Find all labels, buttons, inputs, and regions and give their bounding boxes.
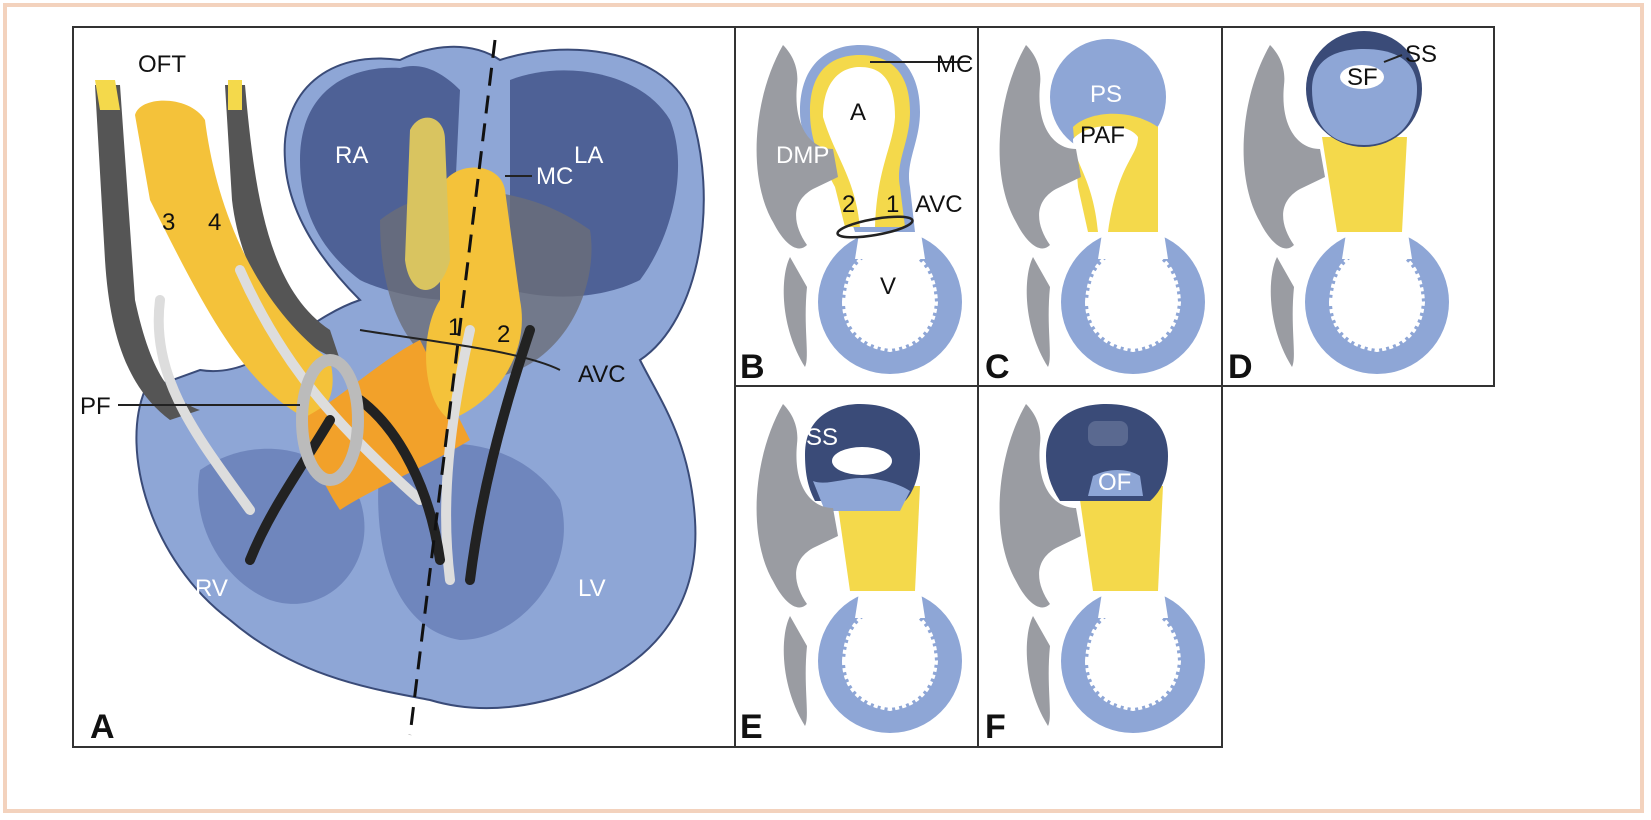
- panel-a-labels: OFT RA LA MC 3 4 1 2 PF AVC RV LV A: [80, 51, 626, 746]
- panel-letter-c: C: [985, 348, 1010, 386]
- label-ss: SS: [1405, 41, 1437, 68]
- panel-b-illustration: [756, 45, 970, 374]
- dashed-plane-line: [408, 39, 497, 736]
- label-rv: RV: [195, 575, 228, 602]
- label-of: OF: [1098, 469, 1131, 496]
- label-3: 3: [162, 209, 175, 236]
- label-1: 1: [886, 191, 899, 218]
- label-v: V: [880, 273, 896, 300]
- figure-border: [3, 3, 1644, 813]
- panel-f-labels: OF F: [985, 469, 1131, 746]
- panel-c-illustration: [999, 39, 1205, 374]
- panel-f-illustration: [999, 404, 1205, 733]
- label-la: LA: [574, 142, 603, 169]
- label-sf: SF: [1347, 64, 1378, 91]
- label-avc: AVC: [915, 191, 963, 218]
- label-2: 2: [842, 191, 855, 218]
- label-mc: MC: [936, 51, 973, 78]
- label-ss: SS: [806, 424, 838, 451]
- label-avc: AVC: [578, 361, 626, 388]
- panel-c-labels: PS PAF C: [985, 81, 1125, 386]
- panel-letter-b: B: [740, 348, 765, 386]
- panel-d-illustration: [1243, 31, 1449, 374]
- panel-letter-f: F: [985, 708, 1006, 746]
- label-ps: PS: [1090, 81, 1122, 108]
- label-paf: PAF: [1080, 122, 1125, 149]
- panel-letter-d: D: [1228, 348, 1253, 386]
- label-oft: OFT: [138, 51, 186, 78]
- label-1: 1: [448, 314, 461, 341]
- panel-letter-a: A: [90, 708, 115, 746]
- panel-a-heart-illustration: [95, 39, 705, 736]
- panel-b-labels: MC A DMP 2 1 AVC V B: [740, 51, 973, 386]
- label-pf: PF: [80, 393, 111, 420]
- label-mc: MC: [536, 163, 573, 190]
- panel-letter-e: E: [740, 708, 763, 746]
- label-2: 2: [497, 321, 510, 348]
- label-dmp: DMP: [776, 142, 829, 169]
- label-4: 4: [208, 209, 221, 236]
- label-a: A: [850, 99, 866, 126]
- panel-d-labels: SS SF D: [1228, 41, 1437, 386]
- label-ra: RA: [335, 142, 368, 169]
- panel-e-illustration: [756, 404, 962, 733]
- label-lv: LV: [578, 575, 606, 602]
- empty-cell: [1223, 387, 1495, 748]
- panel-e-labels: SS E: [740, 424, 838, 746]
